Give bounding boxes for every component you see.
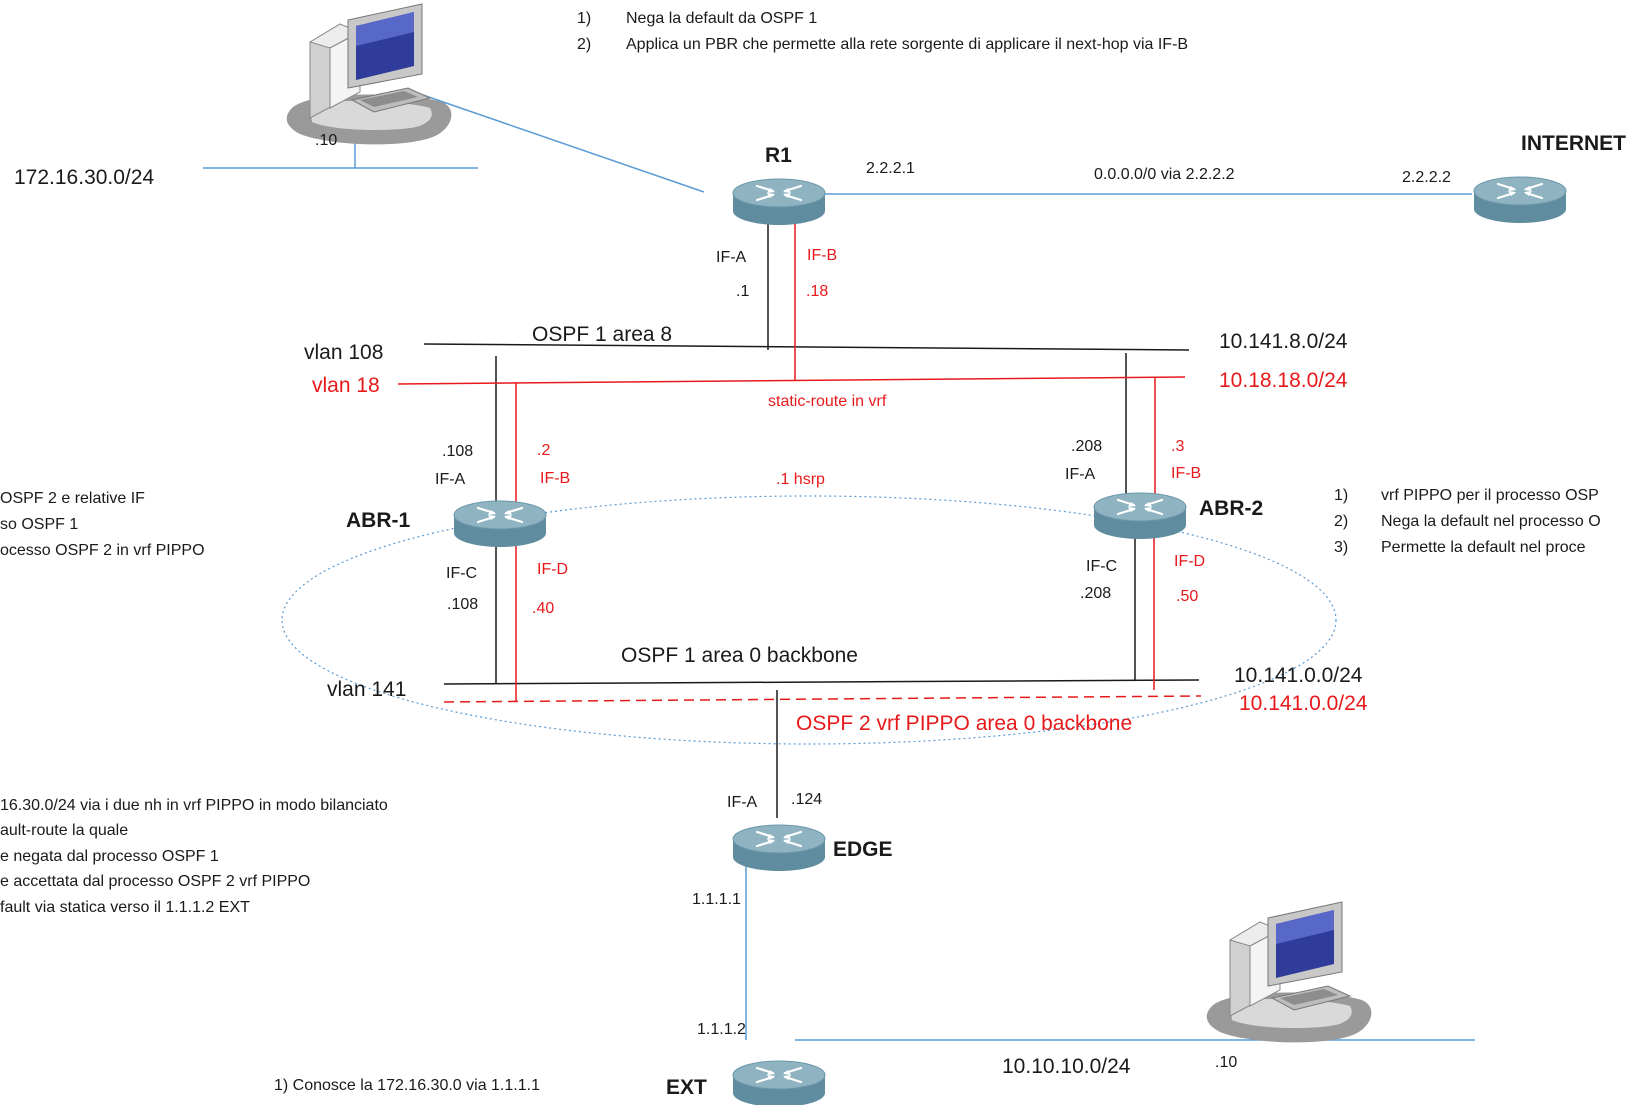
- vlan-18-bus: [397, 376, 1186, 385]
- ospf-2-vrf-area-0-label: OSPF 2 vrf PIPPO area 0 backbone: [796, 712, 1132, 735]
- abr1-name: ABR-1: [346, 509, 410, 532]
- edge-note-1: 16.30.0/24 via i due nh in vrf PIPPO in …: [0, 797, 388, 814]
- host-top-to-r1-link: [419, 93, 705, 193]
- vrf-pippo-bus: [443, 695, 1202, 703]
- abr1-if-d-ip: .40: [532, 600, 554, 617]
- left-note-3: ocesso OSPF 2 in vrf PIPPO: [0, 542, 205, 559]
- abr2-router-icon: [1092, 491, 1188, 541]
- ospf-area-8-label: OSPF 1 area 8: [532, 323, 672, 346]
- right-note-2-number: 2): [1334, 513, 1348, 530]
- abr1-if-b-label: IF-B: [540, 470, 570, 487]
- right-note-2: Nega la default nel processo O: [1381, 513, 1601, 530]
- abr1-if-d-label: IF-D: [537, 561, 568, 578]
- vlan-141-label: vlan 141: [327, 678, 406, 701]
- edge-ext-ip: 1.1.1.1: [692, 891, 741, 908]
- abr1-if-a-label: IF-A: [435, 471, 466, 488]
- abr1-if-c-ip: .108: [447, 596, 478, 613]
- hsrp-label: .1 hsrp: [776, 471, 825, 488]
- abr2-if-b-ip: .3: [1171, 438, 1184, 455]
- abr1-if-a-ip: .108: [442, 443, 473, 460]
- edge-note-3: e negata dal processo OSPF 1: [0, 848, 219, 865]
- ospf-area-0-ellipse: [281, 495, 1337, 745]
- blue-links: [203, 93, 1475, 1041]
- right-note-1-number: 1): [1334, 487, 1348, 504]
- abr2-if-d-label: IF-D: [1174, 553, 1205, 570]
- right-note-3: Permette la default nel proce: [1381, 539, 1586, 556]
- abr2-if-c-ip: .208: [1080, 585, 1111, 602]
- r1-name: R1: [765, 144, 792, 167]
- r1-if-a-ip: .1: [736, 283, 749, 300]
- edge-note-2: ault-route la quale: [0, 822, 128, 839]
- r1-if-a-label: IF-A: [716, 249, 747, 266]
- edge-note-4: e accettata dal processo OSPF 2 vrf PIPP…: [0, 873, 310, 890]
- host-top-computer-icon: [286, 3, 452, 145]
- abr2-name: ABR-2: [1199, 497, 1263, 520]
- net-10-18-18-label: 10.18.18.0/24: [1219, 369, 1348, 392]
- abr2-if-d-ip: .50: [1176, 588, 1198, 605]
- r1-wan-ip: 2.2.2.1: [866, 160, 915, 177]
- internet-name: INTERNET: [1521, 132, 1626, 155]
- top-note-1-number: 1): [577, 10, 591, 27]
- left-note-2: so OSPF 1: [0, 516, 78, 533]
- net-10-141-8-label: 10.141.8.0/24: [1219, 330, 1348, 353]
- static-route-label: static-route in vrf: [768, 393, 887, 410]
- top-note-2-number: 2): [577, 36, 591, 53]
- abr1-if-b-ip: .2: [537, 442, 550, 459]
- r1-if-b-ip: .18: [806, 283, 828, 300]
- edge-router-icon: [731, 823, 827, 873]
- vlan-18-label: vlan 18: [312, 374, 380, 397]
- vlan-141-bus: [443, 679, 1200, 685]
- black-links: [423, 222, 1200, 818]
- abr1-if-c-label: IF-C: [446, 565, 477, 582]
- host-bottom-ip: .10: [1215, 1054, 1237, 1071]
- vlan-108-label: vlan 108: [304, 341, 383, 364]
- ospf-area-0-label: OSPF 1 area 0 backbone: [621, 644, 858, 667]
- host-top-ip: .10: [315, 132, 337, 149]
- top-note-2: Applica un PBR che permette alla rete so…: [626, 36, 1188, 53]
- left-note-1: OSPF 2 e relative IF: [0, 490, 145, 507]
- ext-router-icon: [731, 1059, 827, 1105]
- lan-10-10-10-label: 10.10.10.0/24: [1002, 1055, 1131, 1078]
- abr1-router-icon: [452, 499, 548, 549]
- top-note-1: Nega la default da OSPF 1: [626, 10, 817, 27]
- right-note-3-number: 3): [1334, 539, 1348, 556]
- edge-if-a-ip: .124: [791, 791, 822, 808]
- net-10-141-0-label: 10.141.0.0/24: [1234, 664, 1363, 687]
- right-note-1: vrf PIPPO per il processo OSP: [1381, 487, 1599, 504]
- lan-172-16-30-label: 172.16.30.0/24: [14, 166, 154, 189]
- edge-if-a-label: IF-A: [727, 794, 758, 811]
- abr2-if-b-label: IF-B: [1171, 465, 1201, 482]
- ext-note: 1) Conosce la 172.16.30.0 via 1.1.1.1: [274, 1077, 540, 1094]
- edge-name: EDGE: [833, 838, 893, 861]
- r1-router-icon: [731, 177, 827, 227]
- net-10-141-0-vrf-label: 10.141.0.0/24: [1239, 692, 1368, 715]
- ext-ip: 1.1.1.2: [697, 1021, 746, 1038]
- host-bottom-computer-icon: [1206, 901, 1372, 1043]
- internet-ip: 2.2.2.2: [1402, 169, 1451, 186]
- abr2-if-c-label: IF-C: [1086, 558, 1117, 575]
- red-links: [397, 222, 1202, 703]
- internet-router-icon: [1472, 175, 1568, 225]
- edge-note-5: fault via statica verso il 1.1.1.2 EXT: [0, 899, 250, 916]
- ext-name: EXT: [666, 1076, 707, 1099]
- vlan-108-bus: [423, 343, 1190, 351]
- r1-if-b-label: IF-B: [807, 247, 837, 264]
- abr2-if-a-ip: .208: [1071, 438, 1102, 455]
- default-route-label: 0.0.0.0/0 via 2.2.2.2: [1094, 166, 1235, 183]
- abr2-if-a-label: IF-A: [1065, 466, 1096, 483]
